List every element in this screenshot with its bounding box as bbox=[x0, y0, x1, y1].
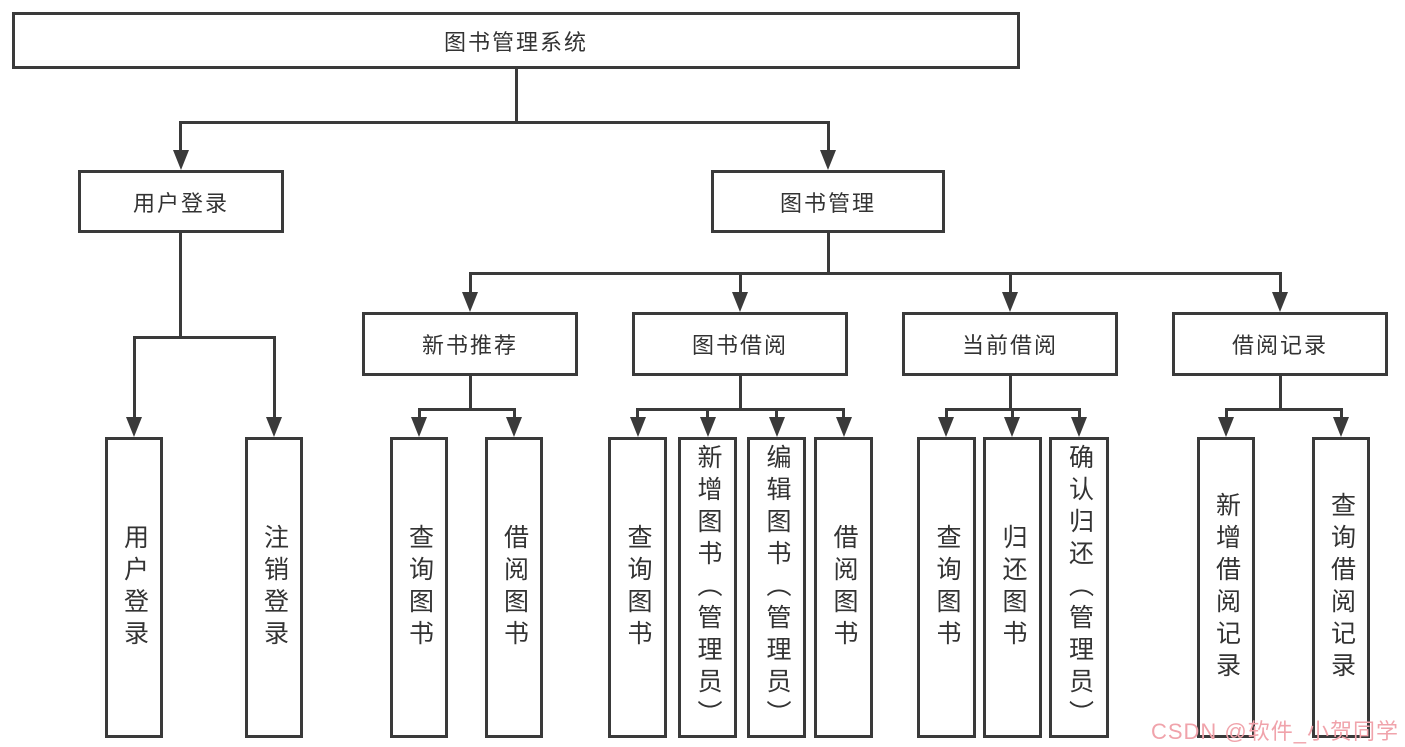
node-query-books-borrowing: 查询图书 bbox=[608, 437, 667, 738]
arrowhead-down-icon bbox=[1004, 417, 1020, 437]
connector-hline bbox=[636, 408, 845, 411]
connector-vline bbox=[775, 408, 778, 420]
connector-vline bbox=[739, 272, 742, 294]
arrowhead-down-icon bbox=[1071, 417, 1087, 437]
node-borrow-records: 借阅记录 bbox=[1172, 312, 1388, 376]
node-query-books-current: 查询图书 bbox=[917, 437, 976, 738]
connector-vline bbox=[739, 375, 742, 411]
arrowhead-down-icon bbox=[630, 417, 646, 437]
connector-vline bbox=[842, 408, 845, 420]
node-add-borrow-record: 新增借阅记录 bbox=[1197, 437, 1255, 738]
node-user-login-leaf: 用户登录 bbox=[105, 437, 163, 738]
node-book-borrowing: 图书借阅 bbox=[632, 312, 848, 376]
node-return-book: 归还图书 bbox=[983, 437, 1042, 738]
arrowhead-down-icon bbox=[732, 292, 748, 312]
connector-vline bbox=[706, 408, 709, 420]
node-query-borrow-record: 查询借阅记录 bbox=[1312, 437, 1370, 738]
node-add-book-admin: 新增图书（管理员） bbox=[678, 437, 737, 738]
connector-hline bbox=[469, 272, 1281, 275]
connector-vline bbox=[827, 233, 830, 274]
csdn-watermark: CSDN @软件_小贺同学 bbox=[1150, 719, 1399, 744]
connector-vline bbox=[133, 336, 136, 420]
connector-vline bbox=[469, 272, 472, 294]
connector-vline bbox=[1340, 408, 1343, 420]
arrowhead-down-icon bbox=[1272, 292, 1288, 312]
connector-vline bbox=[1009, 375, 1012, 411]
arrowhead-down-icon bbox=[836, 417, 852, 437]
connector-vline bbox=[418, 408, 421, 420]
arrowhead-down-icon bbox=[769, 417, 785, 437]
connector-vline bbox=[273, 336, 276, 420]
node-user-login: 用户登录 bbox=[78, 170, 284, 233]
connector-vline bbox=[945, 408, 948, 420]
arrowhead-down-icon bbox=[1218, 417, 1234, 437]
arrowhead-down-icon bbox=[411, 417, 427, 437]
node-current-borrowing: 当前借阅 bbox=[902, 312, 1118, 376]
connector-vline bbox=[1279, 272, 1282, 294]
node-new-book-recommend: 新书推荐 bbox=[362, 312, 578, 376]
arrowhead-down-icon bbox=[506, 417, 522, 437]
node-book-management: 图书管理 bbox=[711, 170, 945, 233]
connector-vline bbox=[179, 233, 182, 338]
node-logout-leaf: 注销登录 bbox=[245, 437, 303, 738]
node-edit-book-admin: 编辑图书（管理员） bbox=[747, 437, 806, 738]
arrowhead-down-icon bbox=[462, 292, 478, 312]
node-borrow-books-leaf: 借阅图书 bbox=[814, 437, 873, 738]
node-confirm-return-admin: 确认归还（管理员） bbox=[1049, 437, 1109, 738]
connector-hline bbox=[179, 121, 829, 124]
node-library-system: 图书管理系统 bbox=[12, 12, 1020, 69]
connector-vline bbox=[1279, 375, 1282, 411]
arrowhead-down-icon bbox=[173, 150, 189, 170]
connector-vline bbox=[1011, 408, 1014, 420]
connector-vline bbox=[1078, 408, 1081, 420]
connector-hline bbox=[418, 408, 515, 411]
connector-hline bbox=[133, 336, 276, 339]
connector-vline bbox=[515, 68, 518, 123]
arrowhead-down-icon bbox=[126, 417, 142, 437]
arrowhead-down-icon bbox=[266, 417, 282, 437]
connector-vline bbox=[636, 408, 639, 420]
arrowhead-down-icon bbox=[820, 150, 836, 170]
arrowhead-down-icon bbox=[1002, 292, 1018, 312]
arrowhead-down-icon bbox=[1333, 417, 1349, 437]
connector-hline bbox=[1225, 408, 1342, 411]
connector-vline bbox=[827, 121, 830, 152]
connector-vline bbox=[1225, 408, 1228, 420]
connector-vline bbox=[1009, 272, 1012, 294]
node-query-books-recommend: 查询图书 bbox=[390, 437, 448, 738]
arrowhead-down-icon bbox=[700, 417, 716, 437]
connector-vline bbox=[513, 408, 516, 420]
node-borrow-books-recommend: 借阅图书 bbox=[485, 437, 543, 738]
connector-vline bbox=[179, 121, 182, 152]
arrowhead-down-icon bbox=[938, 417, 954, 437]
connector-vline bbox=[469, 375, 472, 411]
